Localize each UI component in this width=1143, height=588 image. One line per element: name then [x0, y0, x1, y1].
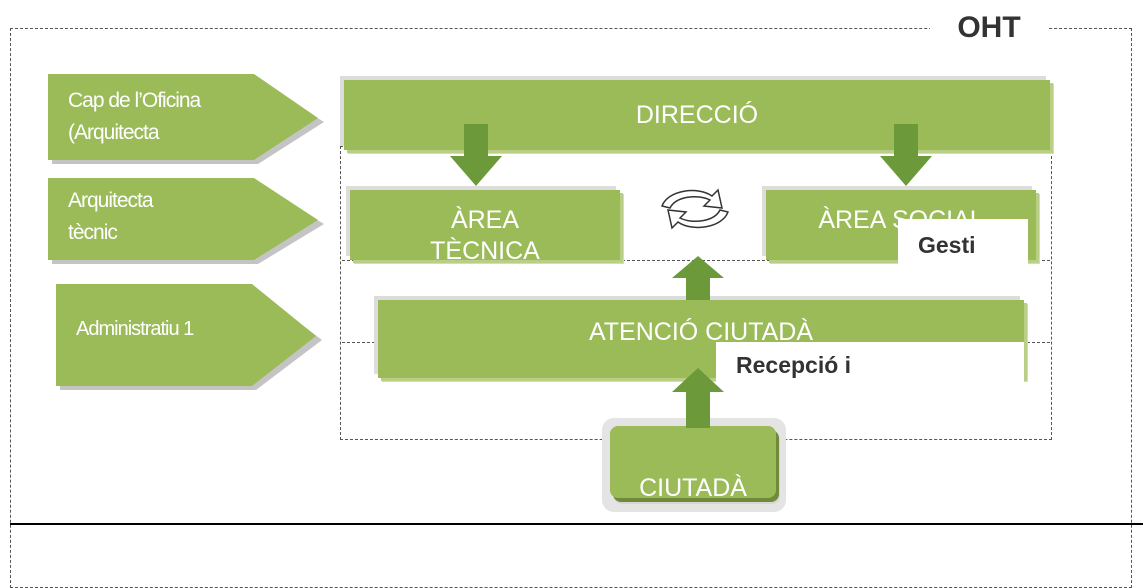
role-3-line-1: Administratiu 1 [76, 318, 194, 340]
area-tecnica-line-1: ÀREA [450, 206, 520, 234]
exchange-icon [661, 188, 729, 230]
box-direccio-label: DIRECCIÓ [635, 100, 759, 129]
box-ciutada: CIUTADÀ [610, 426, 776, 498]
role-1-line-1: Cap de l’Oficina [68, 89, 201, 112]
arrow-down-icon [450, 124, 502, 186]
diagram-title: OHT [930, 8, 1048, 48]
atencio-label: ATENCIÓ CIUTADÀ [588, 318, 814, 346]
role-1-line-2: (Arquitecta [68, 121, 160, 144]
arrow-up-icon [672, 368, 724, 428]
role-chevron-2-text: Arquitecta tècnic [48, 186, 268, 256]
role-chevron-1-text: Cap de l’Oficina (Arquitecta [48, 86, 268, 166]
role-chevron-2 [48, 178, 324, 264]
gesti-label: Gesti [898, 219, 1028, 265]
role-chevron-1 [48, 74, 324, 164]
arrow-up-icon [672, 256, 724, 300]
area-tecnica-line-2: TÈCNICA [430, 237, 540, 260]
box-direccio: DIRECCIÓ [344, 80, 1050, 150]
recepcio-label: Recepció i [716, 342, 1024, 386]
box-area-tecnica: ÀREA TÈCNICA [350, 190, 620, 260]
role-chevron-3-text: Administratiu 1 [56, 314, 266, 354]
role-2-line-2: tècnic [68, 221, 118, 244]
ciutada-label: CIUTADÀ [639, 474, 747, 498]
divider-line [10, 523, 1143, 525]
arrow-down-icon [880, 124, 932, 186]
role-chevron-3 [56, 284, 322, 390]
role-2-line-1: Arquitecta [68, 189, 154, 212]
